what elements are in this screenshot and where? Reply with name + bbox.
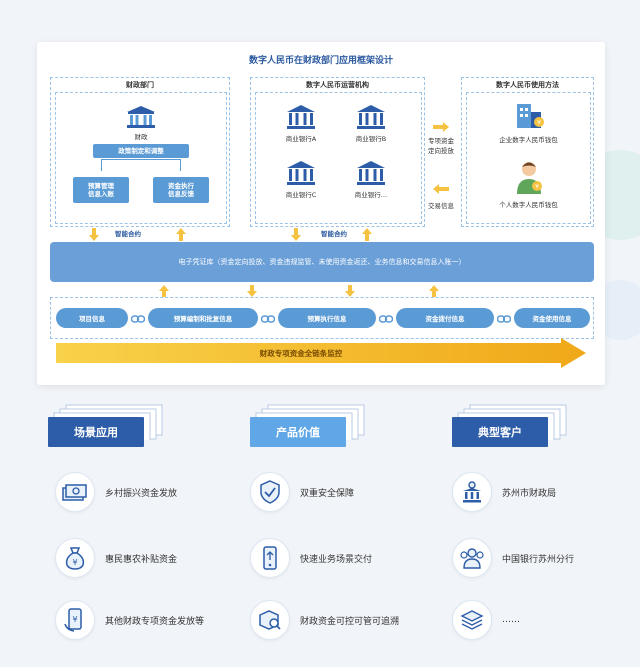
- list-item: 乡村振兴资金发放: [55, 472, 177, 512]
- arrow-right-icon: [433, 122, 449, 132]
- list-item: ¥ 其他财政专项资金发放等: [55, 600, 204, 640]
- list-item: 双重安全保障: [250, 472, 354, 512]
- building-label: 财政: [134, 133, 148, 141]
- item-text: ……: [502, 615, 520, 625]
- flow-item: 资金使用信息: [514, 308, 590, 328]
- finance-panel: 财政部门 财政 政策制定和调整 预算管理 信息入账 资金执行 信息反馈: [50, 77, 230, 227]
- item-text: 乡村振兴资金发放: [105, 488, 178, 499]
- enterprise-label: 企业数字人民币钱包: [499, 136, 558, 144]
- arrow-down-icon: [345, 285, 355, 297]
- chain-link-icon: [260, 311, 276, 330]
- branch-connector: [101, 159, 181, 171]
- section-label: 场景应用: [48, 417, 144, 447]
- flow-item: 预算编制和批复信息: [148, 308, 258, 328]
- policy-box: 政策制定和调整: [93, 144, 189, 158]
- personal-label: 个人数字人民币钱包: [499, 201, 558, 209]
- people-icon: [452, 538, 492, 578]
- item-text: 双重安全保障: [300, 488, 355, 499]
- svg-text:¥: ¥: [72, 615, 77, 624]
- list-item: 快速业务场景交付: [250, 538, 372, 578]
- bank-label-more: 商业银行…: [354, 191, 388, 199]
- operator-inner: [255, 92, 422, 224]
- diagram-title: 数字人民币在财政部门应用框架设计: [248, 56, 393, 66]
- bank-icon: [356, 104, 386, 130]
- section-label: 产品价值: [250, 417, 346, 447]
- arrow-up-icon: [176, 228, 186, 241]
- item-text: 快速业务场景交付: [300, 554, 373, 565]
- banner-text: 财政专项资金全链条监控: [259, 348, 343, 358]
- person-icon: ¥: [513, 158, 545, 196]
- usage-inner: [466, 92, 591, 224]
- trade-label: 交易信息: [428, 202, 454, 210]
- flow-item: 项目信息: [56, 308, 128, 328]
- enterprise-icon: ¥: [513, 100, 545, 130]
- bank-icon: [286, 160, 316, 186]
- bank-icon: [356, 160, 386, 186]
- section-header-value: 产品价值: [250, 404, 365, 447]
- phone-payment-icon: ¥: [55, 600, 95, 640]
- chain-link-icon: [378, 311, 394, 330]
- arrow-up-icon: [429, 285, 439, 297]
- arrow-down-icon: [247, 285, 257, 297]
- operator-title: 数字人民币运营机构: [306, 81, 369, 89]
- bank-label-b: 商业银行B: [355, 135, 387, 143]
- list-item: 财政资金可控可管可追溯: [250, 600, 399, 640]
- framework-card: 数字人民币在财政部门应用框架设计 财政部门 财政 政策制定和调整 预算管理 信息…: [37, 42, 605, 385]
- mobile-icon: [250, 538, 290, 578]
- execution-box: 资金执行 信息反馈: [153, 177, 209, 203]
- bank-label-a: 商业银行A: [285, 135, 317, 143]
- cash-icon: [55, 472, 95, 512]
- bank-icon: [286, 104, 316, 130]
- item-text: 苏州市财政局: [502, 488, 557, 499]
- section-header-customers: 典型客户: [452, 404, 567, 447]
- bank-label-c: 商业银行C: [285, 191, 317, 199]
- stack-icon: [452, 600, 492, 640]
- list-item: ¥ 惠民惠农补贴资金: [55, 538, 177, 578]
- item-text: 惠民惠农补贴资金: [105, 554, 178, 565]
- building-icon: [125, 105, 157, 129]
- item-text: 中国银行苏州分行: [502, 554, 575, 565]
- chain-link-icon: [496, 311, 512, 330]
- flow-row: 项目信息 预算编制和批复信息 预算执行信息 资金拨付信息 资金使用信息: [50, 297, 594, 339]
- svg-text:¥: ¥: [535, 184, 539, 191]
- svg-text:¥: ¥: [72, 558, 77, 567]
- government-icon: [452, 472, 492, 512]
- box-search-icon: [250, 600, 290, 640]
- flow-item: 预算执行信息: [278, 308, 376, 328]
- section-label: 典型客户: [452, 417, 548, 447]
- section-header-scenarios: 场景应用: [48, 404, 163, 447]
- finance-title: 财政部门: [126, 81, 154, 89]
- arrow-down-icon: [89, 228, 99, 241]
- shield-check-icon: [250, 472, 290, 512]
- flow-item: 资金拨付信息: [396, 308, 494, 328]
- svg-text:¥: ¥: [537, 120, 541, 127]
- chain-link-icon: [130, 311, 146, 330]
- list-item: ……: [452, 600, 520, 640]
- usage-title: 数字人民币使用方法: [496, 81, 559, 89]
- arrow-up-icon: [159, 285, 169, 297]
- usage-panel: 数字人民币使用方法 ¥ 企业数字人民币钱包 ¥ 个人数字人民币钱包: [461, 77, 594, 227]
- monitor-banner: 财政专项资金全链条监控: [56, 338, 586, 368]
- contract-label-right: 智能合约: [321, 230, 347, 238]
- contract-label-left: 智能合约: [115, 230, 141, 238]
- money-bag-icon: ¥: [55, 538, 95, 578]
- ledger-bar: 电子凭证库（资金定向投放、资金违规监管、未使用资金返还、业务信息和交易信息入账一…: [50, 242, 594, 282]
- budget-box: 预算管理 信息入账: [73, 177, 129, 203]
- fund-label: 专项资金 定向投放: [428, 137, 454, 155]
- item-text: 其他财政专项资金发放等: [105, 616, 205, 627]
- arrow-left-icon: [433, 184, 449, 194]
- item-text: 财政资金可控可管可追溯: [300, 616, 400, 627]
- operator-panel: 数字人民币运营机构 商业银行A 商业银行B 商业银行C 商业银行…: [250, 77, 425, 227]
- list-item: 中国银行苏州分行: [452, 538, 574, 578]
- arrow-down-icon: [291, 228, 301, 241]
- list-item: 苏州市财政局: [452, 472, 556, 512]
- arrow-up-icon: [362, 228, 372, 241]
- finance-inner: [55, 92, 227, 224]
